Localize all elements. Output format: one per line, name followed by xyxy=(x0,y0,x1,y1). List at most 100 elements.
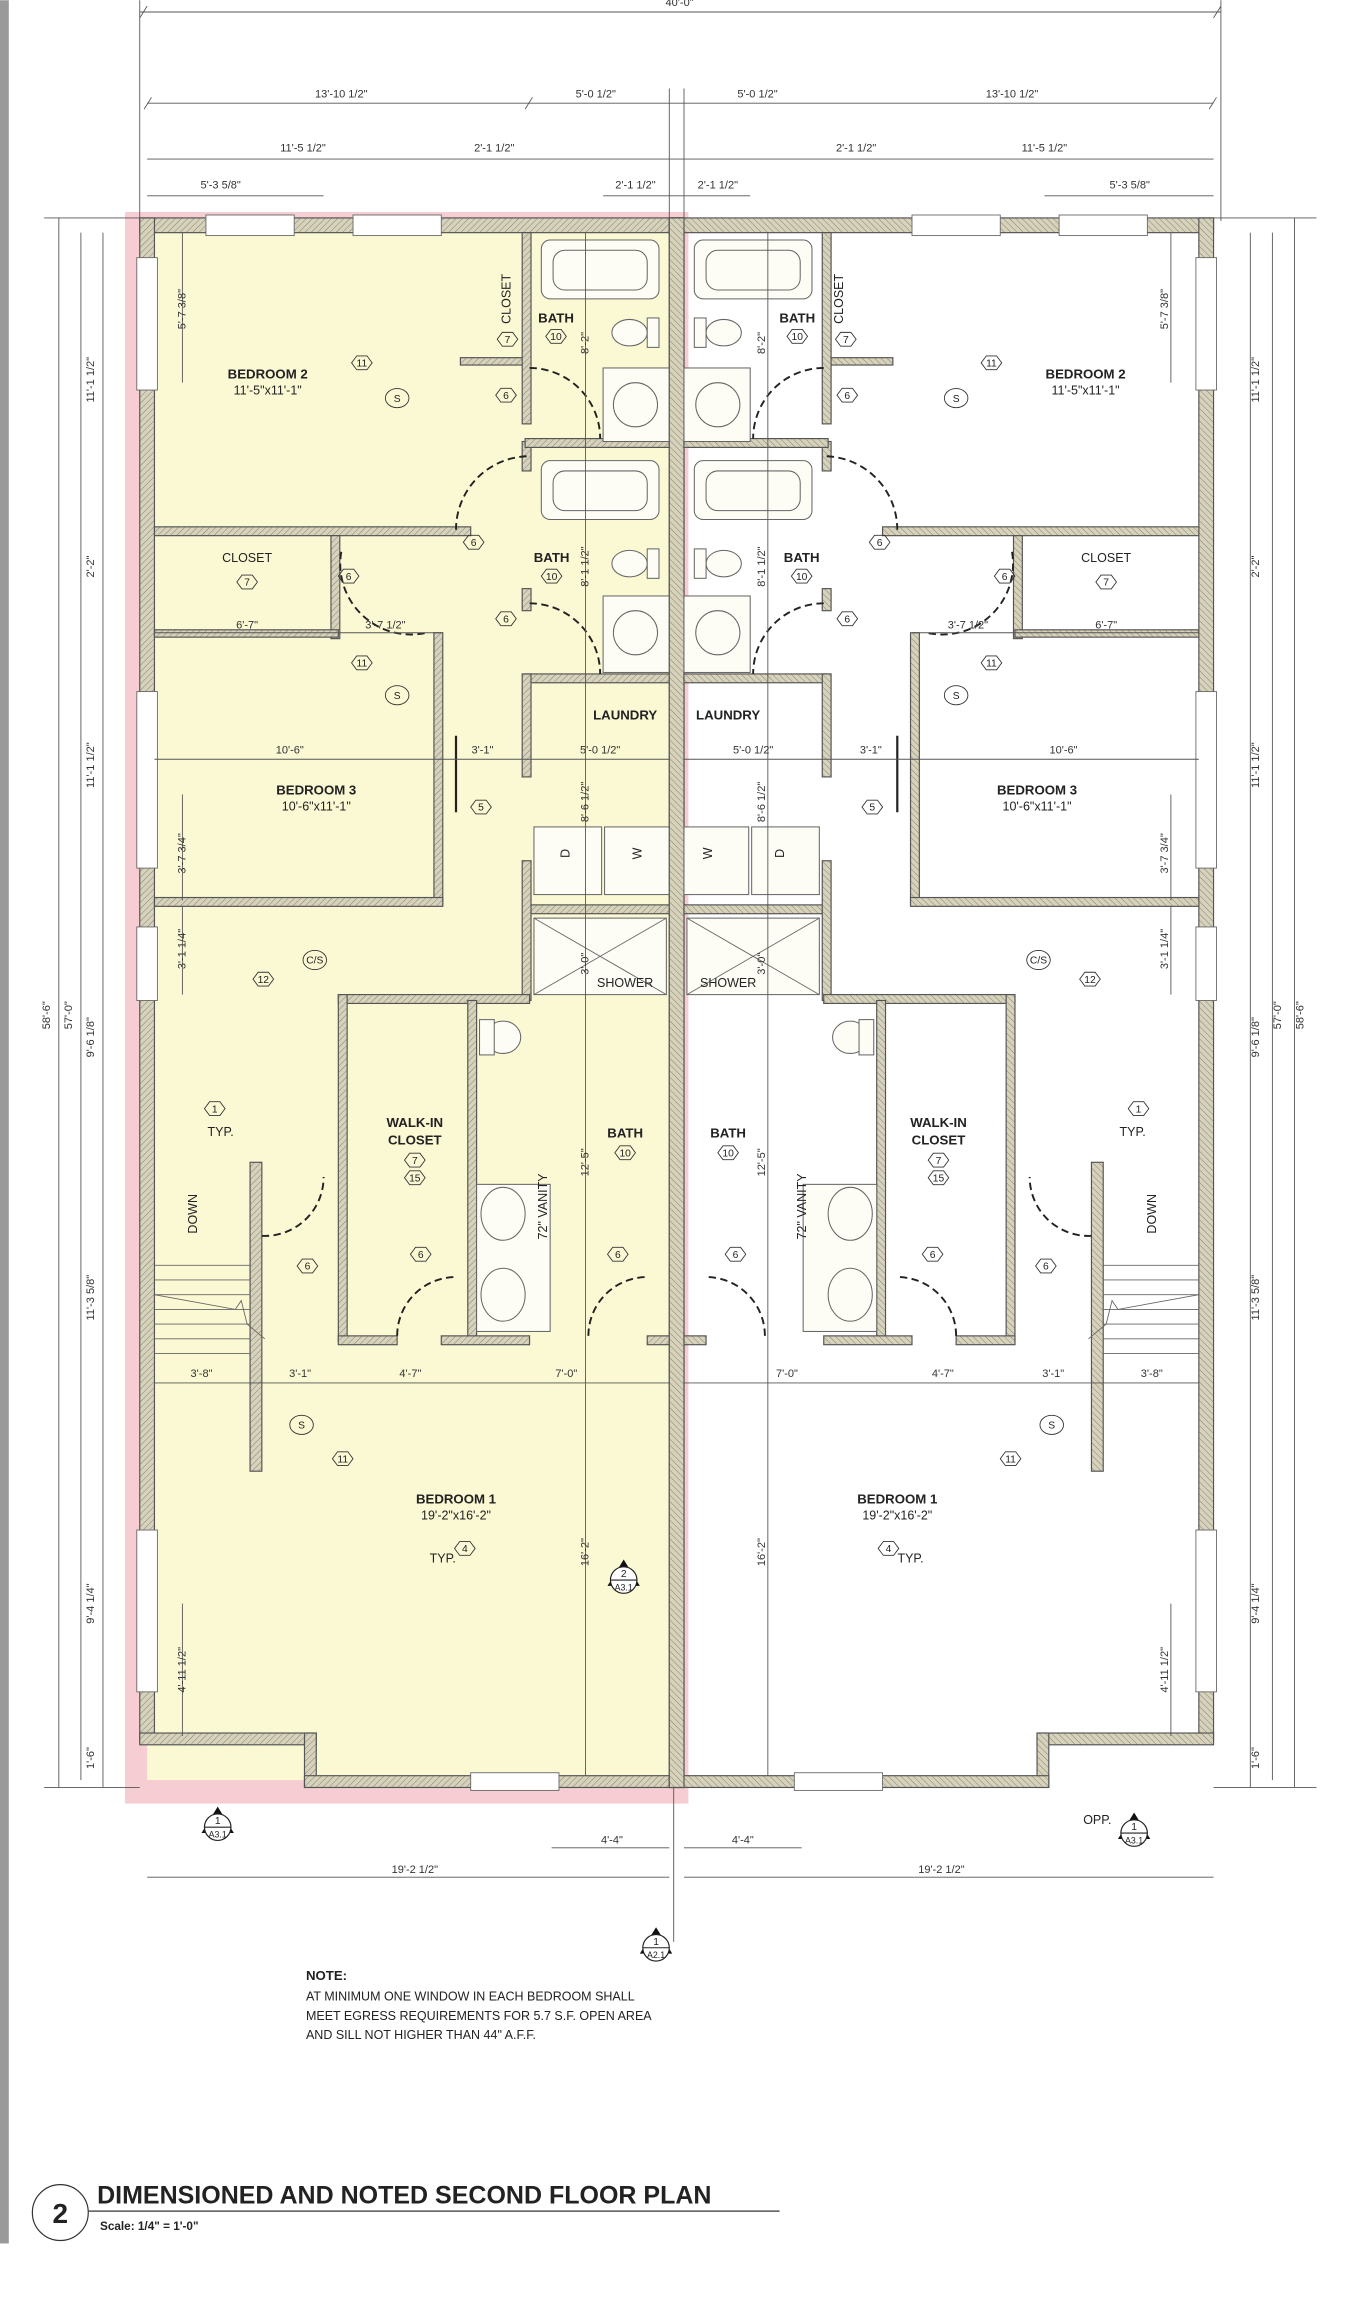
right-typical-label: TYP. xyxy=(897,1551,923,1565)
right-room-label-bedroom-1: BEDROOM 1 xyxy=(857,1492,937,1507)
right-dim-interior: 3'-7 3/4" xyxy=(1159,833,1171,873)
right-room-label-bath: BATH xyxy=(784,550,820,565)
right-dim-interior: 8'-1 1/2" xyxy=(756,546,768,586)
dim-side: 58'-6" xyxy=(41,1001,53,1029)
right-keynote-tag: 4 xyxy=(886,1544,892,1555)
section-mark-a31-right[interactable]: OPP. 1 A3.1 xyxy=(1083,1811,1151,1847)
hexagon-tag-icon xyxy=(337,568,360,584)
room-label-walk-in-closet: CLOSET xyxy=(388,1133,442,1148)
side-dimensions: 58'-6" 57'-0" 11'-1 1/2" 2'-2" 11'-1 1/2… xyxy=(41,217,1317,1788)
vanity-label: 72" VANITY xyxy=(536,1173,550,1240)
dim-interior: 4'-7" xyxy=(399,1368,421,1380)
keynote-tag: 11 xyxy=(337,1454,348,1465)
right-room-size: 11'-5"x11'-1" xyxy=(1052,383,1120,397)
typical-label: TYP. xyxy=(208,1125,234,1139)
right-dim-interior: 3'-7 1/2" xyxy=(948,619,988,631)
section-number: 1 xyxy=(1131,1822,1137,1833)
keynote-tag: 6 xyxy=(305,1262,311,1273)
section-number: 1 xyxy=(653,1937,659,1948)
keynote-tag: 5 xyxy=(478,803,484,814)
keynote-tag: 6 xyxy=(503,614,509,625)
drawing-number: 2 xyxy=(53,2198,69,2229)
dim-bottom: 4'-4" xyxy=(732,1834,754,1846)
drawing-number-circle xyxy=(31,2184,89,2242)
hexagon-tag-icon xyxy=(252,971,275,987)
dim-interior: 3'-8" xyxy=(191,1368,213,1380)
dim-interior: 3'-1" xyxy=(472,744,494,756)
detector-circle-icon xyxy=(289,1414,314,1435)
top-dimensions: 40'-0" 13'-10 1/2" 5'-0 1/2" 5'-0 1/2" 1… xyxy=(139,0,1222,221)
right-keynote-tag: 6 xyxy=(1002,572,1008,583)
dim-interior: 7'-0" xyxy=(555,1368,577,1380)
right-room-label-bedroom-3: BEDROOM 3 xyxy=(997,783,1077,798)
note-line: MEET EGRESS REQUIREMENTS FOR 5.7 S.F. OP… xyxy=(306,2009,652,2023)
dim-top: 5'-0 1/2" xyxy=(576,88,616,100)
smoke-detector-symbol: S xyxy=(298,1421,305,1432)
hexagon-tag-icon xyxy=(927,1170,950,1186)
hexagon-tag-icon xyxy=(786,328,809,344)
dim-interior: 3'-7 1/2" xyxy=(365,619,405,631)
dim-side: 9'-6 1/8" xyxy=(85,1017,97,1057)
right-room-label-shower: SHOWER xyxy=(700,976,756,990)
right-dim-interior: 3'-1 1/4" xyxy=(1159,929,1171,969)
room-label-bedroom-3: BEDROOM 3 xyxy=(276,783,356,798)
section-number: 1 xyxy=(215,1816,221,1827)
hexagon-tag-icon xyxy=(496,331,519,347)
right-keynote-tag: 6 xyxy=(844,391,850,402)
right-dim-side: 11'-3 5/8" xyxy=(1250,1275,1262,1321)
dim-top: 5'-3 5/8" xyxy=(200,180,240,192)
dim-interior: 3'-7 3/4" xyxy=(176,833,188,873)
section-mark-a31-left[interactable]: 1 A3.1 xyxy=(200,1805,235,1842)
right-smoke-detector-symbol: S xyxy=(953,394,960,405)
dim-top: 5'-3 5/8" xyxy=(1110,180,1150,192)
hexagon-tag-icon xyxy=(606,1246,629,1262)
right-keynote-tag: 11 xyxy=(986,659,997,670)
hexagon-tag-icon xyxy=(495,611,517,627)
keynote-tag: 11 xyxy=(357,359,368,370)
right-room-label-laundry: LAUNDRY xyxy=(696,708,760,723)
hexagon-tag-icon xyxy=(1079,971,1101,987)
section-mark-a31-center[interactable]: 2 A3.1 xyxy=(606,1558,641,1594)
dim-interior: 3'-0" xyxy=(579,953,591,975)
section-mark-a21[interactable]: 1 A2.1 xyxy=(639,1787,675,1962)
room-size: 19'-2"x16'-2" xyxy=(421,1509,491,1523)
right-keynote-tag: 6 xyxy=(930,1250,936,1261)
hexagon-tag-icon xyxy=(993,568,1016,584)
hexagon-tag-icon xyxy=(540,568,563,584)
hexagon-tag-icon xyxy=(403,1170,426,1186)
drawing-scale: Scale: 1/4" = 1'-0" xyxy=(100,2220,199,2233)
dim-interior: 16'-2" xyxy=(579,1538,591,1566)
co-smoke-detector-symbol: C/S xyxy=(306,956,323,967)
hexagon-tag-icon xyxy=(834,331,857,347)
keynote-tag: 7 xyxy=(505,335,511,346)
right-dryer-symbol: D xyxy=(773,849,787,858)
dim-top: 2'-1 1/2" xyxy=(698,180,738,192)
right-keynote-tag: 1 xyxy=(1136,1104,1142,1115)
dim-top: 2'-1 1/2" xyxy=(836,143,876,155)
sheet-ref: A3.1 xyxy=(615,1582,633,1592)
right-dim-interior: 8'-2" xyxy=(756,332,768,354)
keynote-tag: 6 xyxy=(346,572,352,583)
right-keynote-tag: 7 xyxy=(843,335,849,346)
hexagon-tag-icon xyxy=(351,355,373,371)
dim-side: 1'-6" xyxy=(85,1747,97,1769)
right-room-size: 19'-2"x16'-2" xyxy=(862,1509,932,1523)
dim-interior: 8'-1 1/2" xyxy=(579,546,591,586)
right-keynote-tag: 10 xyxy=(722,1148,734,1159)
dim-side: 57'-0" xyxy=(63,1001,75,1029)
left-unit-labels: BEDROOM 2 11'-5"x11'-1" CLOSET 7 BATH 10… xyxy=(176,273,657,1692)
right-dim-interior: 16'-2" xyxy=(756,1538,768,1566)
right-co-smoke-detector-symbol: C/S xyxy=(1030,956,1047,967)
right-group: 58'-6" 57'-0" 11'-1 1/2" 2'-2" 11'-1 1/2… xyxy=(1250,357,1306,1769)
dim-top: 11'-5 1/2" xyxy=(1022,143,1068,155)
dim-bottom: 19'-2 1/2" xyxy=(918,1864,965,1876)
right-left-unit-labels: BEDROOM 2 11'-5"x11'-1" CLOSET 7 BATH 10… xyxy=(696,273,1171,1692)
right-typical-label: TYP. xyxy=(1120,1125,1146,1139)
detector-circle-icon xyxy=(943,388,969,409)
right-room-label-bedroom-2: BEDROOM 2 xyxy=(1046,366,1126,381)
right-washer-symbol: W xyxy=(701,847,715,859)
right-keynote-tag: 6 xyxy=(733,1250,739,1261)
right-keynote-tag: 7 xyxy=(1103,578,1109,589)
dim-interior: 10'-6" xyxy=(276,744,304,756)
